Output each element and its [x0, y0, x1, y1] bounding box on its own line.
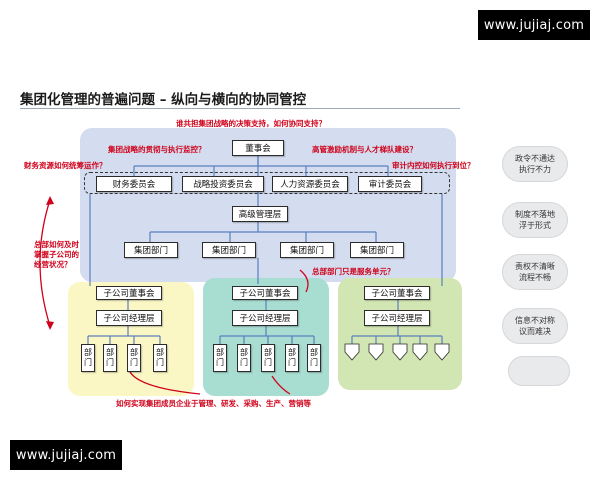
subsidiary-2-dept-5: 部门 — [307, 344, 321, 372]
subsidiary-1-management: 子公司经理层 — [96, 310, 162, 326]
committee-strategy: 战略投资委员会 — [182, 176, 264, 192]
subsidiary-1-dept-3: 部门 — [127, 344, 141, 372]
note-subsidiary-status: 总部如何及时 掌握子公司的 经营状况？ — [34, 240, 79, 269]
note-executive-incentive: 高管激励机制与人才梯队建设？ — [312, 145, 417, 154]
note-strategy-execution: 集团战略的贯彻与执行监控？ — [108, 145, 206, 154]
watermark-top: www.jujiaj.com — [478, 10, 590, 40]
issue-cloud-1: 政令不通达执行不力 — [502, 146, 568, 182]
subsidiary-1-dept-2: 部门 — [103, 344, 117, 372]
note-service-unit: 总部部门只是服务单元？ — [312, 267, 395, 276]
subsidiary-3-management: 子公司经理层 — [364, 310, 430, 326]
subsidiary-2-management: 子公司经理层 — [232, 310, 298, 326]
issue-cloud-2: 制度不落地浮于形式 — [502, 202, 568, 238]
committee-finance: 财务委员会 — [96, 176, 172, 192]
diagram-title: 集团化管理的普遍问题 – 纵向与横向的协同管控 — [20, 92, 307, 108]
subsidiary-1-dept-4: 部门 — [153, 344, 167, 372]
group-department-2: 集团部门 — [202, 242, 256, 258]
note-member-coordination: 如何实现集团成员企业于管理、研发、采购、生产、营销等 — [116, 399, 311, 408]
senior-management: 高级管理层 — [232, 206, 288, 222]
subsidiary-1-board: 子公司董事会 — [96, 286, 162, 300]
committee-group-frame — [84, 172, 450, 194]
issue-cloud-4: 信息不对称议而难决 — [502, 308, 568, 344]
subsidiary-3-board: 子公司董事会 — [364, 286, 430, 300]
title-underline — [20, 108, 460, 109]
subsidiary-2-dept-3: 部门 — [261, 344, 275, 372]
note-decision-support: 谁共担集团战略的决策支持，如何协同支持？ — [176, 119, 326, 128]
subsidiary-1-dept-1: 部门 — [81, 344, 95, 372]
group-department-3: 集团部门 — [280, 242, 334, 258]
note-financial-resources: 财务资源如何统筹运作？ — [24, 161, 107, 170]
committee-hr: 人力资源委员会 — [272, 176, 348, 192]
committee-audit: 审计委员会 — [358, 176, 422, 192]
note-audit-control: 审计内控如何执行到位？ — [392, 161, 475, 170]
group-department-1: 集团部门 — [124, 242, 178, 258]
subsidiary-panel-yellow — [68, 282, 194, 396]
subsidiary-2-dept-1: 部门 — [213, 344, 227, 372]
group-board: 董事会 — [232, 140, 284, 156]
issue-cloud-blank — [508, 356, 570, 386]
watermark-bottom: www.jujiaj.com — [10, 440, 122, 470]
issue-cloud-3: 责权不清晰流程不畅 — [502, 254, 568, 290]
subsidiary-2-board: 子公司董事会 — [232, 286, 298, 300]
subsidiary-2-dept-2: 部门 — [237, 344, 251, 372]
group-department-4: 集团部门 — [350, 242, 404, 258]
subsidiary-2-dept-4: 部门 — [285, 344, 299, 372]
